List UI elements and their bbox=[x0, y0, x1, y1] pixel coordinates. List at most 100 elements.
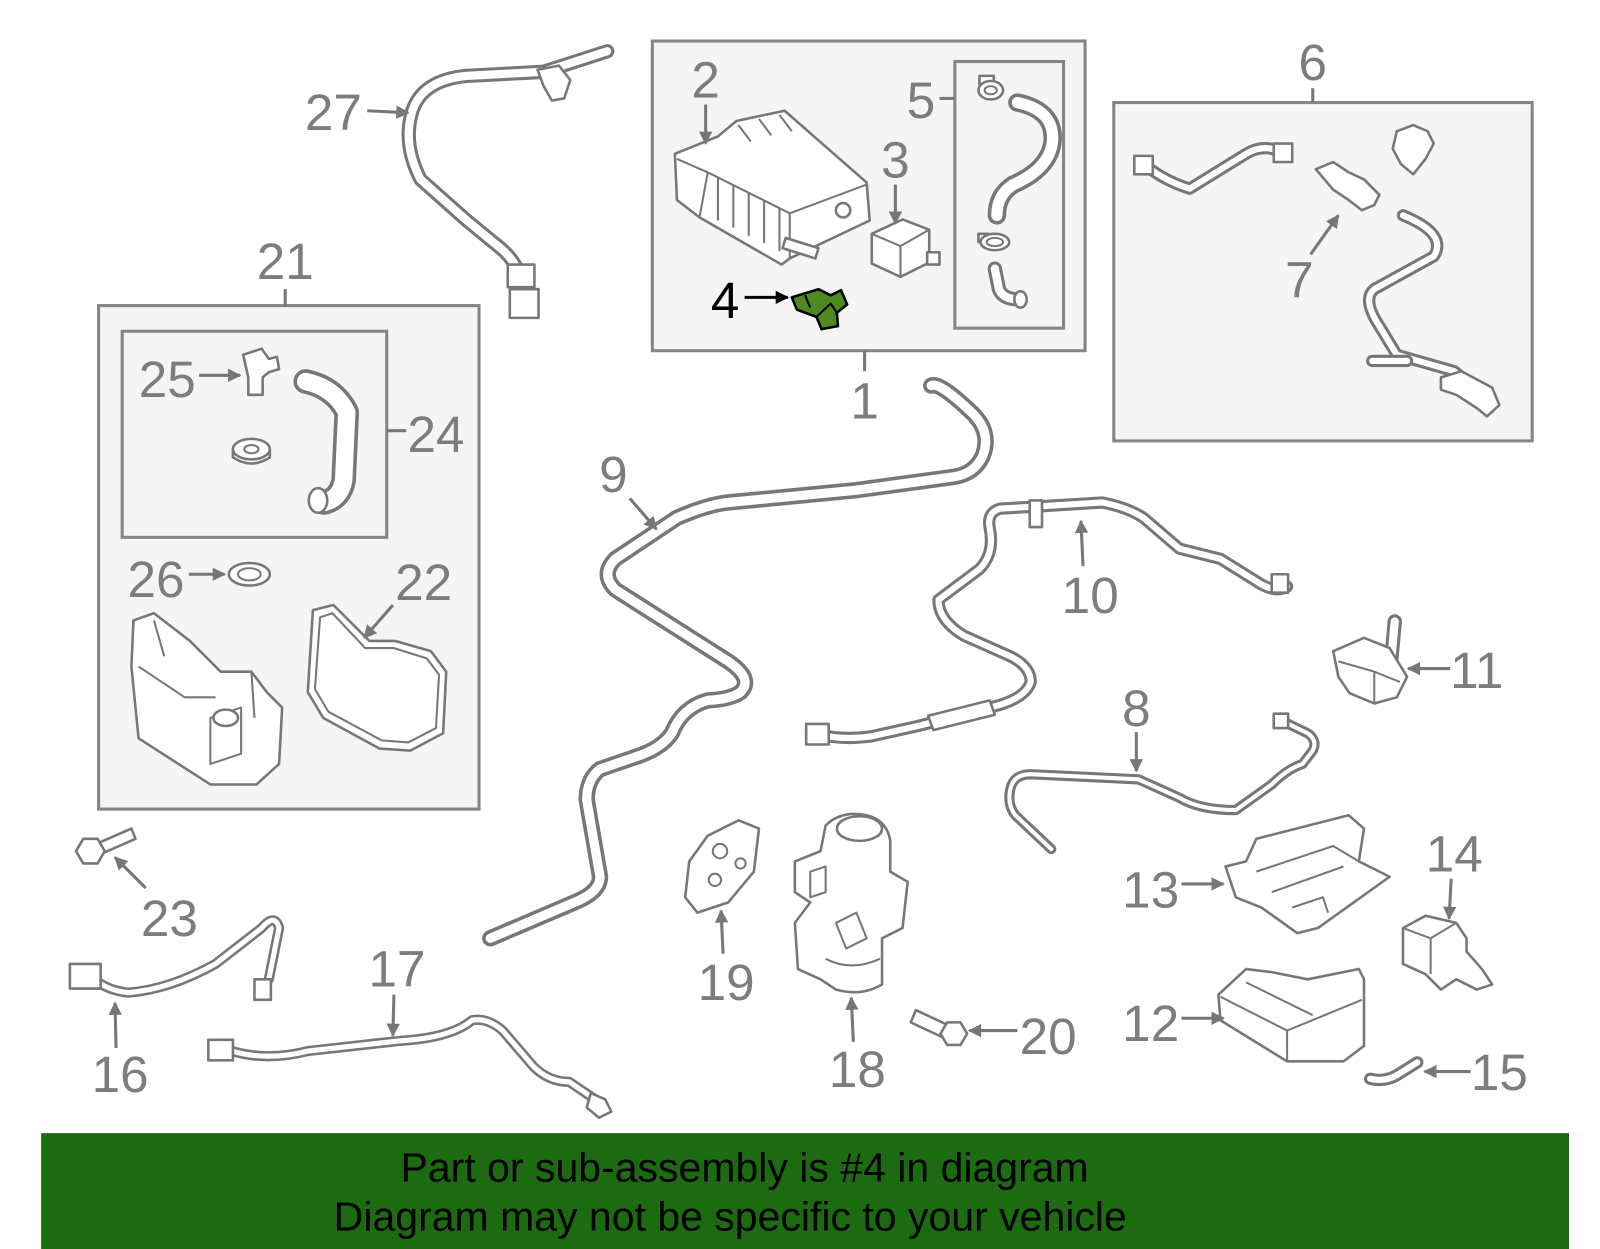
part-7-fitting bbox=[1314, 160, 1381, 212]
gasket-19-plate bbox=[683, 819, 761, 914]
callout-4: 4 bbox=[711, 272, 740, 329]
callout-23: 23 bbox=[141, 890, 198, 947]
gasket-19-hole-b bbox=[734, 857, 747, 870]
valve-25-body bbox=[241, 347, 281, 397]
part-23-bolt bbox=[74, 827, 137, 865]
part-16-sensor bbox=[68, 920, 279, 1002]
callout-9: 9 bbox=[599, 446, 628, 503]
grommet-top bbox=[231, 437, 272, 461]
module-edge bbox=[1219, 981, 1363, 1062]
callout-15: 15 bbox=[1471, 1044, 1528, 1101]
grommet bbox=[231, 437, 272, 465]
callout-17: 17 bbox=[368, 940, 425, 997]
connector-elbow-edge bbox=[804, 294, 838, 318]
part-2-canister bbox=[673, 109, 872, 266]
callout-22-arrow bbox=[363, 604, 395, 639]
hose-6a-connector-left bbox=[1133, 154, 1155, 176]
gasket-19-hole-c bbox=[707, 872, 723, 888]
hose-10-end bbox=[1270, 572, 1290, 594]
part-13-bracket bbox=[1224, 813, 1391, 935]
tank-body bbox=[130, 611, 284, 786]
hose-10-sleeve bbox=[926, 699, 997, 732]
solenoid-body bbox=[1401, 914, 1494, 991]
clamp-top-inner bbox=[983, 85, 998, 96]
gasket-inner bbox=[313, 612, 441, 744]
callout-16: 16 bbox=[92, 1046, 149, 1103]
tank-detail bbox=[138, 620, 256, 765]
part-15-hose bbox=[1370, 1062, 1417, 1080]
callout-18-arrow bbox=[845, 996, 859, 1042]
hose-27-plug bbox=[508, 287, 540, 320]
gasket-19-hole-a bbox=[711, 842, 729, 860]
part-18-pump bbox=[793, 812, 909, 994]
callout-26: 26 bbox=[128, 551, 185, 608]
callout-17-arrow bbox=[386, 994, 400, 1038]
part-4-connector-highlighted bbox=[790, 287, 849, 331]
hose-27-inner bbox=[409, 51, 607, 272]
tank-port bbox=[212, 708, 240, 728]
hose-10-outline bbox=[818, 502, 1287, 737]
callout-23-arrow bbox=[113, 856, 147, 890]
footer-banner-background bbox=[41, 1133, 1570, 1249]
grommet-hole bbox=[243, 444, 260, 455]
solenoid-edge bbox=[1402, 922, 1457, 975]
footer-line-2: Diagram may not be specific to your vehi… bbox=[334, 1194, 1127, 1240]
callout-19-arrow bbox=[714, 909, 729, 954]
sensor-17-wire-outline bbox=[232, 1020, 595, 1100]
sensor-17-plug bbox=[585, 1091, 613, 1120]
callout-6: 6 bbox=[1298, 34, 1327, 91]
clip-6 bbox=[1391, 123, 1436, 176]
pipe-8-end bbox=[1272, 712, 1290, 730]
callout-10-arrow bbox=[1074, 519, 1089, 567]
pump-cap bbox=[835, 814, 884, 843]
part-12-module bbox=[1217, 967, 1366, 1063]
callout-5: 5 bbox=[907, 72, 936, 129]
hose-10-clip bbox=[1028, 499, 1044, 529]
tube-24-end bbox=[307, 486, 329, 515]
clamp-mid-inner bbox=[985, 236, 1005, 248]
bracket-detail bbox=[1256, 844, 1360, 913]
fitting-body bbox=[1314, 160, 1381, 212]
callout-14: 14 bbox=[1426, 826, 1483, 883]
callout-3: 3 bbox=[881, 131, 910, 188]
callout-24: 24 bbox=[407, 406, 464, 463]
part-10-hose bbox=[804, 499, 1290, 746]
sensor-16-plug bbox=[253, 978, 273, 1002]
pipe-6-connector bbox=[1439, 369, 1501, 418]
callout-27-arrow bbox=[367, 105, 410, 119]
part-14-solenoid bbox=[1401, 914, 1494, 991]
part-21-tank bbox=[130, 611, 284, 786]
clamp-top bbox=[977, 79, 1005, 101]
ring-inner bbox=[237, 567, 262, 582]
callout-2: 2 bbox=[691, 51, 720, 108]
hose-27-clip bbox=[536, 64, 572, 102]
sensor-16-connector bbox=[68, 962, 102, 990]
callout-16-arrow bbox=[108, 1001, 122, 1049]
pump-body bbox=[793, 812, 909, 994]
hose-27-connector bbox=[506, 263, 536, 289]
canister-pipe bbox=[781, 236, 820, 260]
callout-13: 13 bbox=[1122, 862, 1179, 919]
footer-line-1: Part or sub-assembly is #4 in diagram bbox=[401, 1144, 1089, 1190]
part-19-gasket bbox=[683, 819, 761, 914]
hose-10-inner bbox=[818, 502, 1287, 737]
valve-edge bbox=[871, 228, 930, 277]
part-5-hose-kit bbox=[977, 74, 1052, 309]
callout-8: 8 bbox=[1122, 680, 1151, 737]
valve-nozzle bbox=[925, 250, 941, 266]
callout-22: 22 bbox=[395, 554, 452, 611]
callout-10: 10 bbox=[1062, 567, 1119, 624]
hose-10-connector bbox=[804, 722, 830, 746]
part-11-valve bbox=[1331, 621, 1409, 705]
callout-19: 19 bbox=[698, 954, 755, 1011]
footer-banner: Part or sub-assembly is #4 in diagram Di… bbox=[41, 1133, 1570, 1249]
callout-1: 1 bbox=[850, 372, 879, 429]
callout-11: 11 bbox=[1450, 642, 1503, 699]
canister-body bbox=[673, 109, 872, 266]
part-6-hose-assembly bbox=[1133, 123, 1501, 418]
pump-detail bbox=[809, 865, 881, 967]
callout-20: 20 bbox=[1020, 1008, 1077, 1065]
part-27-hose bbox=[409, 51, 607, 320]
